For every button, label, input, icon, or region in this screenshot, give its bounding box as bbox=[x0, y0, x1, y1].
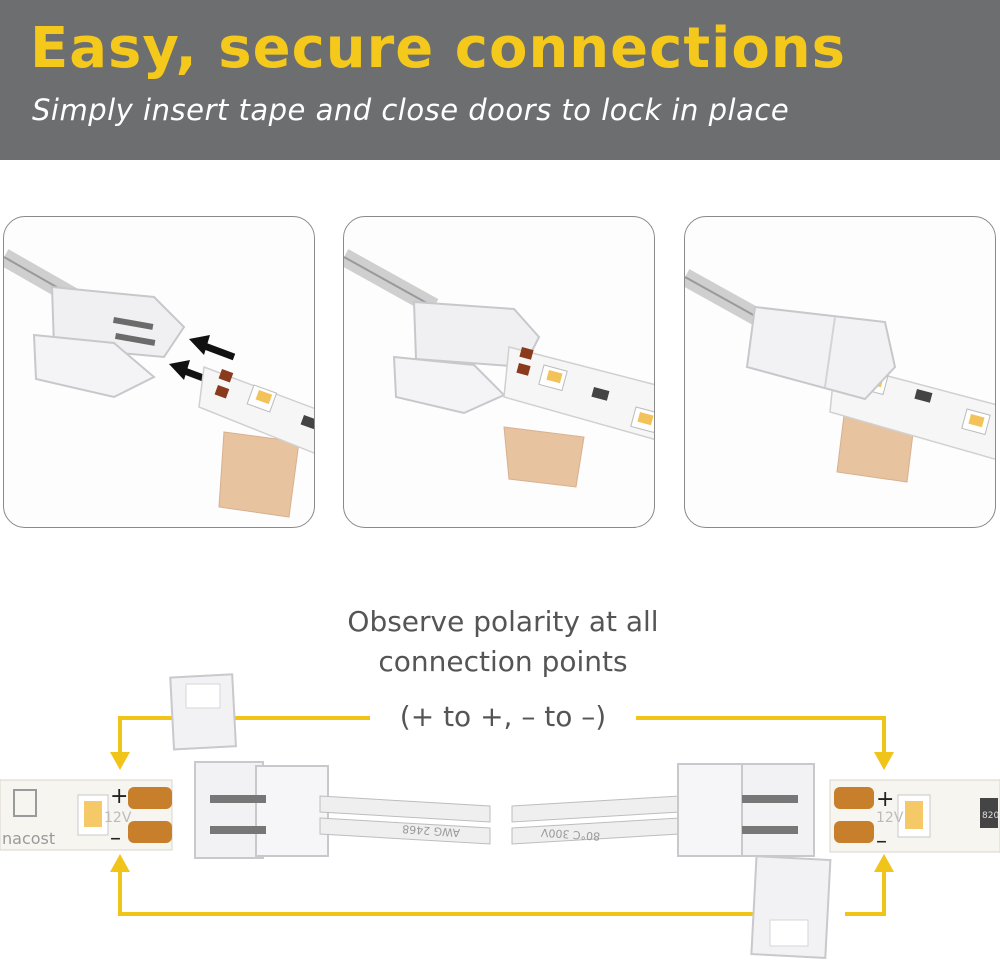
connector-insert-illustration bbox=[4, 249, 314, 518]
wire-print-right: 80°C 300V bbox=[540, 826, 600, 843]
led-tape bbox=[198, 365, 314, 454]
polarity-arrowheads bbox=[110, 752, 894, 872]
step-panel-doors-closed bbox=[684, 216, 996, 528]
subheadline: Simply insert tape and close doors to lo… bbox=[32, 93, 790, 127]
connector-door bbox=[32, 333, 156, 399]
insert-arrow-icon bbox=[169, 335, 236, 386]
left-plus-sign: + bbox=[110, 784, 128, 809]
wire-pair: AWG 2468 80°C 300V bbox=[319, 795, 681, 845]
minus-line-right bbox=[845, 868, 886, 916]
resistor-label: 820 bbox=[982, 811, 999, 821]
polarity-lines bbox=[118, 716, 886, 916]
left-minus-sign: – bbox=[110, 826, 121, 851]
right-plus-sign: + bbox=[876, 787, 894, 812]
polarity-diagram: nacost 12V + – AWG 2468 80°C 300V bbox=[0, 673, 1000, 959]
tape-brand-label: nacost bbox=[2, 829, 55, 848]
wire-print-left: AWG 2468 bbox=[402, 822, 461, 839]
closed-connector bbox=[745, 305, 897, 401]
connector-inserted-illustration bbox=[344, 249, 654, 488]
plus-line-left bbox=[118, 716, 370, 756]
polarity-rule: (+ to +, – to –) bbox=[399, 700, 607, 733]
headline: Easy, secure connections bbox=[30, 16, 846, 81]
polarity-note-line-2: connection points bbox=[378, 645, 628, 678]
right-minus-sign: – bbox=[876, 829, 887, 854]
step-panel-tape-inserted bbox=[343, 216, 655, 528]
tape-voltage-label-right: 12V bbox=[876, 810, 904, 826]
led-tape bbox=[503, 346, 654, 440]
plus-line-right bbox=[636, 716, 886, 756]
tape-voltage-label: 12V bbox=[104, 810, 132, 826]
tape-backing bbox=[218, 431, 300, 518]
right-led-tape: 820 12V + – bbox=[829, 779, 1000, 854]
polarity-note-line-1: Observe polarity at all bbox=[347, 605, 659, 638]
connector-door bbox=[392, 355, 506, 415]
right-connector bbox=[677, 763, 832, 959]
tape-backing bbox=[503, 426, 585, 488]
left-connector bbox=[169, 673, 329, 859]
left-led-tape: nacost 12V + – bbox=[0, 779, 173, 851]
connector-closed-illustration bbox=[685, 269, 995, 483]
header-banner: Easy, secure connections Simply insert t… bbox=[0, 0, 1000, 160]
step-panel-insert-tape bbox=[3, 216, 315, 528]
minus-line-left bbox=[118, 868, 760, 916]
